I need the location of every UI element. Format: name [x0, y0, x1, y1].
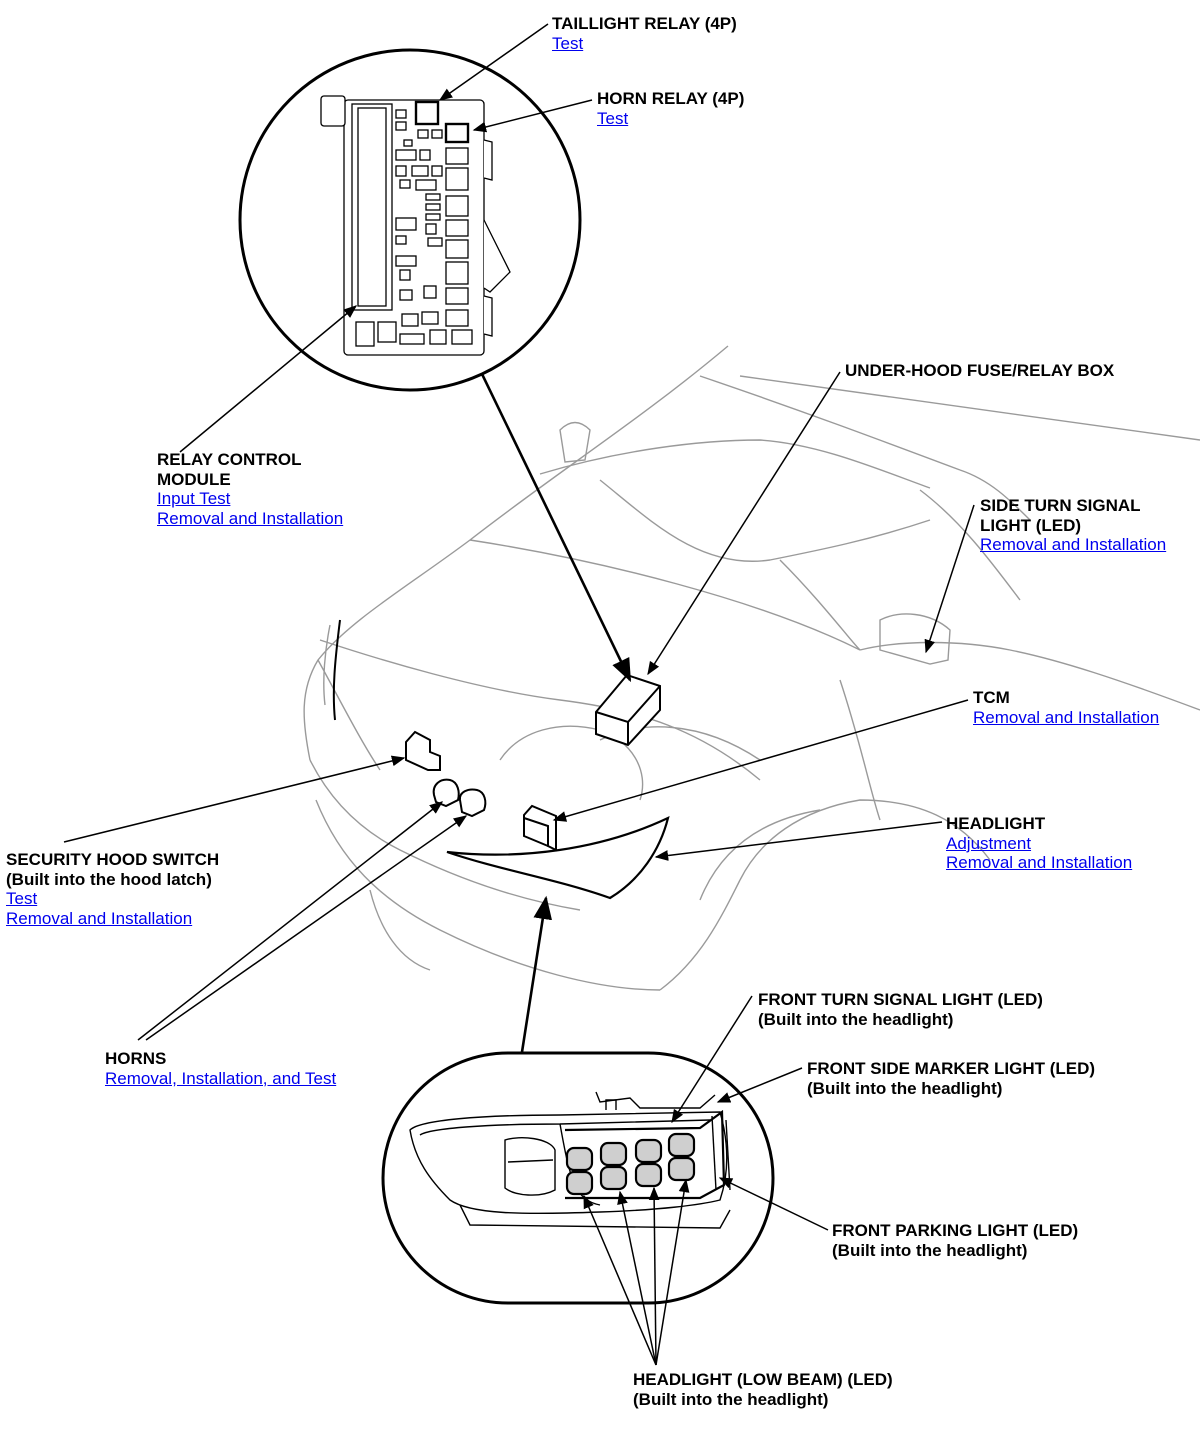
front-turn-signal-label-line2: (Built into the headlight): [758, 1009, 954, 1029]
side-turn-signal-removal-link[interactable]: Removal and Installation: [980, 535, 1167, 554]
callout-front-turn-signal: FRONT TURN SIGNAL LIGHT (LED) (Built int…: [758, 990, 1043, 1029]
horns-removal-test-link[interactable]: Removal, Installation, and Test: [105, 1068, 337, 1088]
headlight-adjustment-link[interactable]: Adjustment: [946, 833, 1032, 853]
callout-underhood-fuse-relay-box: UNDER-HOOD FUSE/RELAY BOX: [845, 361, 1114, 381]
underhood-box-label: UNDER-HOOD FUSE/RELAY BOX: [845, 361, 1115, 380]
callout-taillight-relay: TAILLIGHT RELAY (4P) Test: [552, 14, 737, 53]
callout-headlight-low-beam: HEADLIGHT (LOW BEAM) (LED) (Built into t…: [633, 1370, 893, 1409]
callout-security-hood-switch: SECURITY HOOD SWITCH (Built into the hoo…: [6, 850, 219, 928]
low-beam-led-units: [565, 1132, 696, 1196]
front-side-marker-label-line2: (Built into the headlight): [807, 1078, 1003, 1098]
callout-relay-control-module: RELAY CONTROL MODULE Input Test Removal …: [157, 450, 343, 528]
horn-shapes: [432, 778, 487, 818]
underhood-fuse-box-shape: [595, 673, 661, 747]
relay-box-inset: [320, 95, 511, 356]
tcm-removal-link[interactable]: Removal and Installation: [973, 707, 1160, 727]
security-hood-switch-shape: [405, 730, 441, 771]
inset-pointer-arrows: [480, 373, 632, 1053]
relay-control-module-label-line1: RELAY CONTROL: [157, 450, 302, 469]
callout-horn-relay: HORN RELAY (4P) Test: [597, 89, 744, 128]
headlight-shape: [446, 816, 670, 900]
tcm-shape: [523, 804, 557, 852]
taillight-relay-test-link[interactable]: Test: [552, 33, 584, 53]
horns-label: HORNS: [105, 1049, 167, 1068]
low-beam-label-line2: (Built into the headlight): [633, 1389, 829, 1409]
side-turn-signal-label-line1: SIDE TURN SIGNAL: [980, 496, 1141, 515]
security-hood-switch-label-line2: (Built into the hood latch): [6, 869, 212, 889]
low-beam-label-line1: HEADLIGHT (LOW BEAM) (LED): [633, 1370, 893, 1389]
callout-front-parking-light: FRONT PARKING LIGHT (LED) (Built into th…: [832, 1221, 1078, 1260]
headlight-label: HEADLIGHT: [946, 814, 1046, 833]
security-hood-switch-label-line1: SECURITY HOOD SWITCH: [6, 850, 220, 869]
relay-control-module-input-test-link[interactable]: Input Test: [157, 489, 231, 508]
front-parking-label-line1: FRONT PARKING LIGHT (LED): [832, 1221, 1079, 1240]
callout-tcm: TCM Removal and Installation: [973, 688, 1159, 727]
vehicle-outline: [303, 345, 1200, 991]
relay-control-module-label-line2: MODULE: [157, 469, 231, 489]
callout-headlight: HEADLIGHT Adjustment Removal and Install…: [946, 814, 1132, 873]
taillight-relay-label: TAILLIGHT RELAY (4P): [552, 14, 737, 33]
front-turn-signal-label-line1: FRONT TURN SIGNAL LIGHT (LED): [758, 990, 1043, 1009]
side-turn-signal-label-line2: LIGHT (LED): [980, 515, 1082, 535]
security-hood-switch-removal-link[interactable]: Removal and Installation: [6, 908, 193, 928]
front-side-marker-label-line1: FRONT SIDE MARKER LIGHT (LED): [807, 1059, 1096, 1078]
front-parking-label-line2: (Built into the headlight): [832, 1240, 1028, 1260]
callout-side-turn-signal: SIDE TURN SIGNAL LIGHT (LED) Removal and…: [980, 496, 1166, 555]
security-hood-switch-test-link[interactable]: Test: [6, 889, 38, 908]
tcm-label: TCM: [973, 688, 1010, 707]
leader-lines: [63, 23, 975, 1366]
headlight-removal-link[interactable]: Removal and Installation: [946, 853, 1133, 872]
horn-relay-test-link[interactable]: Test: [597, 108, 629, 128]
relay-control-module-removal-link[interactable]: Removal and Installation: [157, 508, 344, 528]
horn-relay-label: HORN RELAY (4P): [597, 89, 745, 108]
callout-horns: HORNS Removal, Installation, and Test: [105, 1049, 336, 1088]
callout-front-side-marker: FRONT SIDE MARKER LIGHT (LED) (Built int…: [807, 1059, 1095, 1098]
